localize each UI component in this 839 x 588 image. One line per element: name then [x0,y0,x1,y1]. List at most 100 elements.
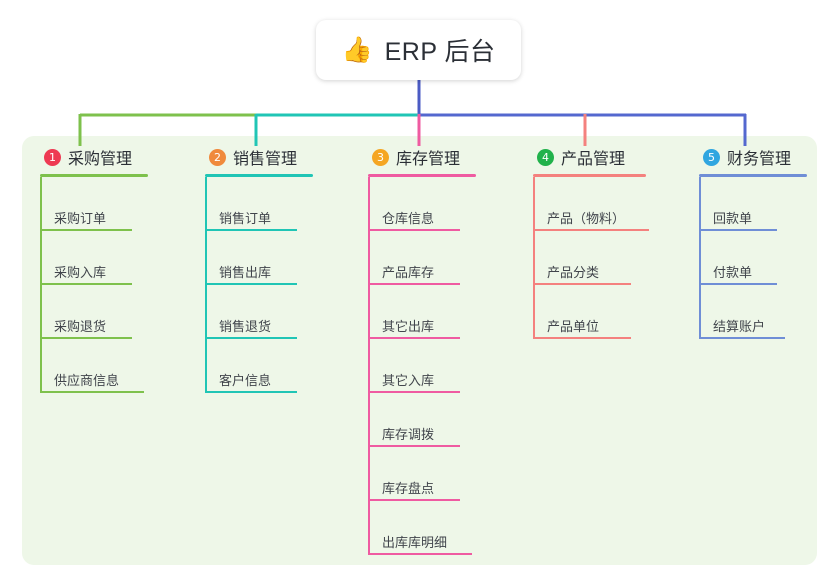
branch-item-rule [533,229,649,231]
branch-item-label: 回款单 [713,211,753,226]
branch-column: 5 财务管理 回款单 付款单 结算账户 [699,145,839,339]
branch-index-badge: 4 [537,148,554,166]
branch-item-list: 销售订单 销售出库 销售退货 客户信息 [205,177,355,393]
branch-title: 财务管理 [727,151,792,168]
branch-title: 库存管理 [396,151,461,168]
branch-header[interactable]: 3 库存管理 [368,145,518,169]
branch-item[interactable]: 结算账户 [699,285,839,339]
branch-item-label: 仓库信息 [382,211,435,226]
branches-panel [22,136,817,565]
branch-column: 1 采购管理 采购订单 采购入库 采购退货 供应商信息 [40,145,190,393]
branch-item-list: 仓库信息 产品库存 其它出库 其它入库 库存调拨 库存盘点 [368,177,518,555]
branch-item-list: 回款单 付款单 结算账户 [699,177,839,339]
branch-item[interactable]: 销售订单 [205,177,355,231]
branch-header-rule [40,174,148,177]
branch-item-rule [40,229,132,231]
branch-index-badge: 1 [44,148,61,166]
branch-item-rule [368,445,460,447]
branch-item-label: 客户信息 [219,373,272,388]
branch-index-badge: 5 [703,148,720,166]
branch-item[interactable]: 仓库信息 [368,177,518,231]
branch-item-rule [699,337,785,339]
branch-title: 产品管理 [561,151,626,168]
branch-item-rule [205,391,297,393]
branch-item-list: 采购订单 采购入库 采购退货 供应商信息 [40,177,190,393]
branch-header[interactable]: 4 产品管理 [533,145,693,169]
branch-header-rule [368,174,476,177]
branch-index-badge: 2 [209,148,226,166]
branch-item[interactable]: 库存盘点 [368,447,518,501]
branch-item-label: 库存调拨 [382,427,435,442]
branch-item-label: 采购入库 [54,265,107,280]
branch-item-rule [368,391,460,393]
branch-item-label: 产品分类 [547,265,600,280]
branch-item-rule [533,337,631,339]
branch-item-label: 其它出库 [382,319,435,334]
branch-title: 采购管理 [68,151,133,168]
branch-item-label: 销售出库 [219,265,272,280]
branch-spine [368,177,370,555]
branch-item-rule [40,337,132,339]
branch-title: 销售管理 [233,151,298,168]
branch-item-label: 产品单位 [547,319,600,334]
branch-item[interactable]: 供应商信息 [40,339,190,393]
branch-item-label: 销售退货 [219,319,272,334]
branch-header[interactable]: 1 采购管理 [40,145,190,169]
branch-item-label: 其它入库 [382,373,435,388]
branch-item-rule [368,283,460,285]
root-title: ERP 后台 [384,38,496,66]
branch-item-rule [205,283,297,285]
branch-item[interactable]: 采购入库 [40,231,190,285]
branch-spine [533,177,535,339]
branch-column: 4 产品管理 产品（物料） 产品分类 产品单位 [533,145,693,339]
branch-item[interactable]: 库存调拨 [368,393,518,447]
branch-item[interactable]: 销售退货 [205,285,355,339]
branch-item-list: 产品（物料） 产品分类 产品单位 [533,177,693,339]
branch-item[interactable]: 产品库存 [368,231,518,285]
branch-item[interactable]: 销售出库 [205,231,355,285]
branch-item-rule [205,229,297,231]
branch-item-label: 付款单 [713,265,753,280]
branch-item[interactable]: 产品（物料） [533,177,693,231]
branch-item[interactable]: 采购退货 [40,285,190,339]
branch-item[interactable]: 付款单 [699,231,839,285]
branch-item-label: 采购退货 [54,319,107,334]
branch-item-label: 结算账户 [713,319,766,334]
branch-header[interactable]: 2 销售管理 [205,145,355,169]
branch-item[interactable]: 采购订单 [40,177,190,231]
branch-header-rule [699,174,807,177]
branch-item[interactable]: 客户信息 [205,339,355,393]
branch-item-label: 供应商信息 [54,373,120,388]
branch-item[interactable]: 出库库明细 [368,501,518,555]
branch-item-rule [368,229,460,231]
branch-spine [40,177,42,393]
branch-column: 2 销售管理 销售订单 销售出库 销售退货 客户信息 [205,145,355,393]
branch-item-rule [533,283,631,285]
branch-spine [205,177,207,393]
branch-item-label: 销售订单 [219,211,272,226]
branch-index-badge: 3 [372,148,389,166]
branch-item[interactable]: 产品分类 [533,231,693,285]
branch-item-rule [40,391,144,393]
branch-column: 3 库存管理 仓库信息 产品库存 其它出库 其它入库 库存调拨 [368,145,518,555]
branch-item-rule [368,337,460,339]
branch-header-rule [533,174,646,177]
branch-item-rule [40,283,132,285]
branch-item[interactable]: 其它入库 [368,339,518,393]
branch-item[interactable]: 其它出库 [368,285,518,339]
branch-item-rule [205,337,297,339]
branch-item[interactable]: 回款单 [699,177,839,231]
branch-item[interactable]: 产品单位 [533,285,693,339]
branch-item-rule [368,553,472,555]
branch-header[interactable]: 5 财务管理 [699,145,839,169]
branch-spine [699,177,701,339]
branch-header-rule [205,174,313,177]
branch-item-label: 库存盘点 [382,481,435,496]
branch-item-rule [368,499,460,501]
branch-item-rule [699,283,777,285]
root-node[interactable]: 👍 ERP 后台 [316,20,521,80]
branch-item-label: 采购订单 [54,211,107,226]
thumbs-up-icon: 👍 [341,35,373,64]
